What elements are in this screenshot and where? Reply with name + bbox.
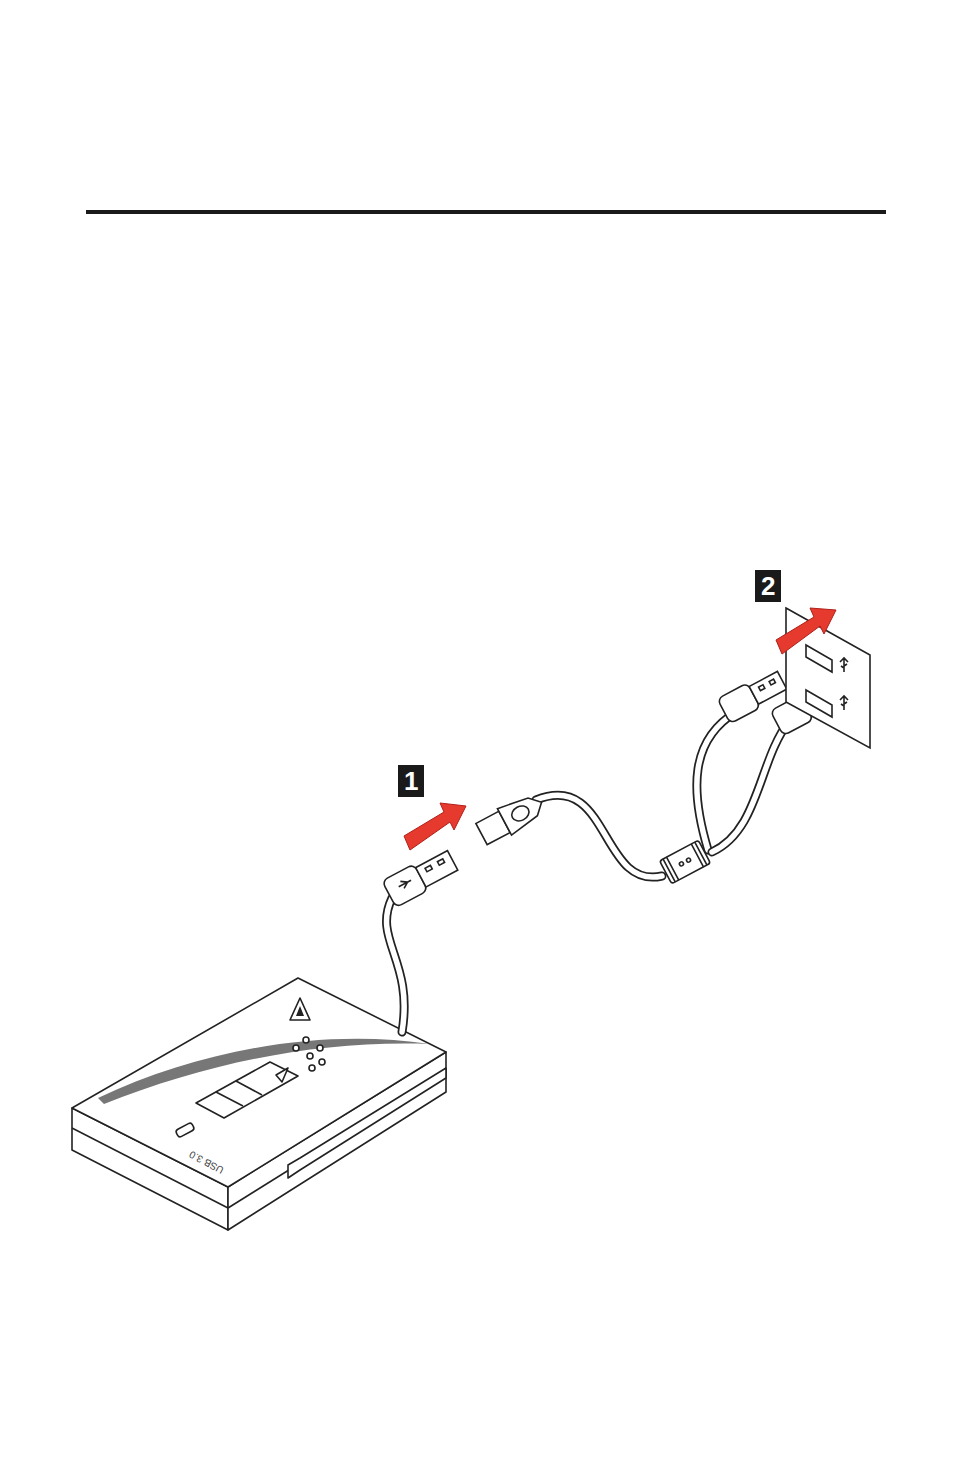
usb-port-panel bbox=[806, 645, 832, 672]
hard-drive bbox=[288, 1068, 446, 1178]
hard-drive bbox=[72, 978, 446, 1230]
usb-port-panel bbox=[840, 696, 848, 710]
hard-drive bbox=[293, 1045, 299, 1051]
hard-drive bbox=[309, 1065, 315, 1071]
hard-drive bbox=[296, 1006, 304, 1016]
cable bbox=[387, 898, 405, 1032]
hard-drive bbox=[72, 978, 446, 1187]
usb-plug bbox=[497, 789, 548, 835]
usb-plug bbox=[382, 847, 460, 907]
hard-drive bbox=[216, 1092, 243, 1106]
hard-drive bbox=[303, 1037, 309, 1043]
callout-number: 2 bbox=[755, 570, 781, 602]
usb-plug bbox=[397, 877, 413, 891]
cable bbox=[697, 712, 736, 850]
usb-plug bbox=[749, 671, 787, 704]
usb-plug bbox=[686, 857, 691, 862]
usb-plug bbox=[382, 668, 833, 908]
rule-line bbox=[86, 210, 886, 214]
usb-plug bbox=[679, 861, 684, 866]
usb-plug bbox=[416, 851, 458, 887]
usb-plug bbox=[659, 840, 710, 884]
usb-plug bbox=[659, 840, 710, 884]
insert-arrow bbox=[404, 803, 466, 850]
hard-drive bbox=[317, 1045, 323, 1051]
usb-port-panel bbox=[840, 658, 848, 672]
usb-plug bbox=[425, 865, 432, 871]
callout-number: 1 bbox=[398, 765, 424, 797]
insert-arrow bbox=[404, 608, 836, 850]
hard-drive bbox=[236, 1081, 262, 1095]
rule-line bbox=[86, 210, 886, 214]
cable bbox=[712, 720, 790, 852]
hard-drive bbox=[196, 1062, 298, 1118]
cable bbox=[536, 795, 662, 877]
cable bbox=[536, 795, 662, 877]
cable bbox=[697, 712, 736, 850]
usb-plug bbox=[663, 842, 707, 882]
usb-port-panel bbox=[806, 690, 832, 717]
hard-drive bbox=[307, 1053, 313, 1059]
hard-drive bbox=[276, 1068, 288, 1082]
cable bbox=[387, 712, 790, 1032]
hard-drive bbox=[175, 1122, 195, 1138]
cable bbox=[712, 720, 790, 852]
usb-plug bbox=[759, 685, 765, 691]
cable bbox=[387, 898, 405, 1032]
usb-plug bbox=[474, 789, 548, 847]
hard-drive bbox=[290, 998, 310, 1020]
usb-plug bbox=[509, 803, 531, 824]
hard-drive bbox=[72, 1128, 228, 1208]
usb-plug bbox=[769, 679, 775, 685]
insert-arrow bbox=[776, 608, 836, 654]
hard-drive bbox=[319, 1059, 325, 1065]
usb-plug bbox=[437, 859, 444, 865]
